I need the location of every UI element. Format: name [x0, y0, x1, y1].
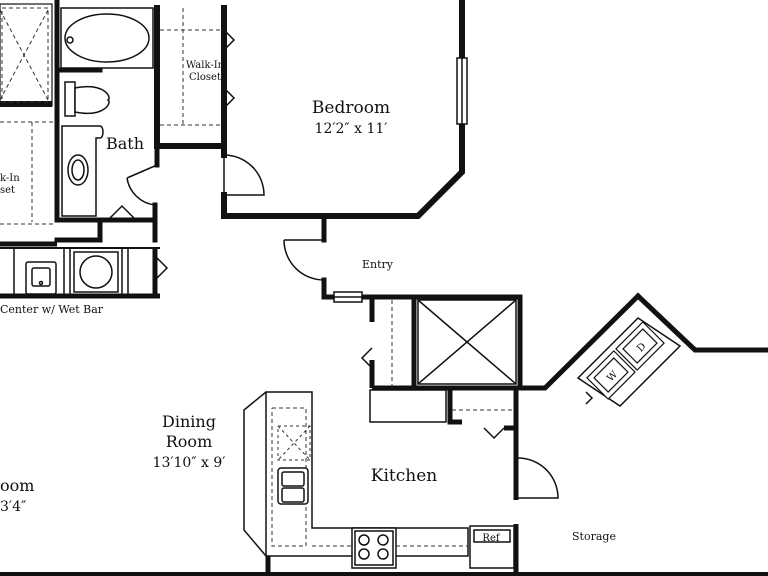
- storage-name: Storage: [572, 530, 616, 543]
- bath-door: [126, 164, 158, 206]
- dryer: [615, 321, 665, 371]
- dining-line2: Room: [166, 432, 212, 451]
- closet-top-line1: Walk-In: [186, 60, 225, 71]
- water-heater-box: [417, 299, 517, 385]
- dining-size: 13′10″ x 9′: [153, 455, 226, 471]
- closet-left-line1: k-In: [0, 173, 20, 184]
- left-closet-details: [0, 121, 54, 225]
- bedroom-size: 12′2″ x 11′: [315, 121, 388, 137]
- left-shower: [0, 3, 53, 107]
- coat-closet-door: [360, 347, 373, 369]
- bedroom-door: [223, 154, 265, 196]
- washer: [586, 350, 636, 400]
- entry-door: [283, 239, 325, 281]
- refrigerator: [469, 525, 515, 569]
- toilet: [64, 81, 110, 117]
- walk-in-closet-top-details: [160, 8, 222, 126]
- kitchen-sink: [277, 467, 309, 505]
- utility-door: [483, 427, 505, 440]
- bedroom-window: [456, 57, 468, 125]
- storage-door: [517, 457, 559, 499]
- bedroom-name: Bedroom: [312, 98, 390, 118]
- kitchen-name: Kitchen: [371, 466, 437, 486]
- refrigerator-label: Ref: [482, 533, 500, 544]
- bathtub: [60, 7, 154, 69]
- stove: [351, 527, 397, 569]
- dishwasher-box: [277, 425, 311, 461]
- wet-bar: [0, 247, 160, 299]
- dining-line1: Dining: [162, 412, 216, 431]
- coat-closet: [369, 297, 520, 391]
- wet-bar-door: [156, 257, 169, 279]
- vanity-sink: [61, 125, 104, 217]
- bath-linen-door: [109, 204, 135, 219]
- left-shower-cross: [0, 7, 49, 103]
- entry-name: Entry: [362, 258, 394, 271]
- pantry-walls: [369, 389, 447, 423]
- living-size: 3′4″: [0, 499, 26, 515]
- bath-walls: [54, 0, 160, 243]
- entry-threshold: [333, 291, 363, 303]
- closet-top-line2: Closet: [189, 72, 221, 83]
- closet-left-line2: set: [0, 185, 15, 196]
- closet-bifold-doors: [223, 29, 236, 109]
- bath-name: Bath: [106, 134, 144, 153]
- living-line1: oom: [0, 476, 34, 495]
- utility-walls: [447, 388, 519, 455]
- wet-bar-label: Center w/ Wet Bar: [0, 303, 104, 316]
